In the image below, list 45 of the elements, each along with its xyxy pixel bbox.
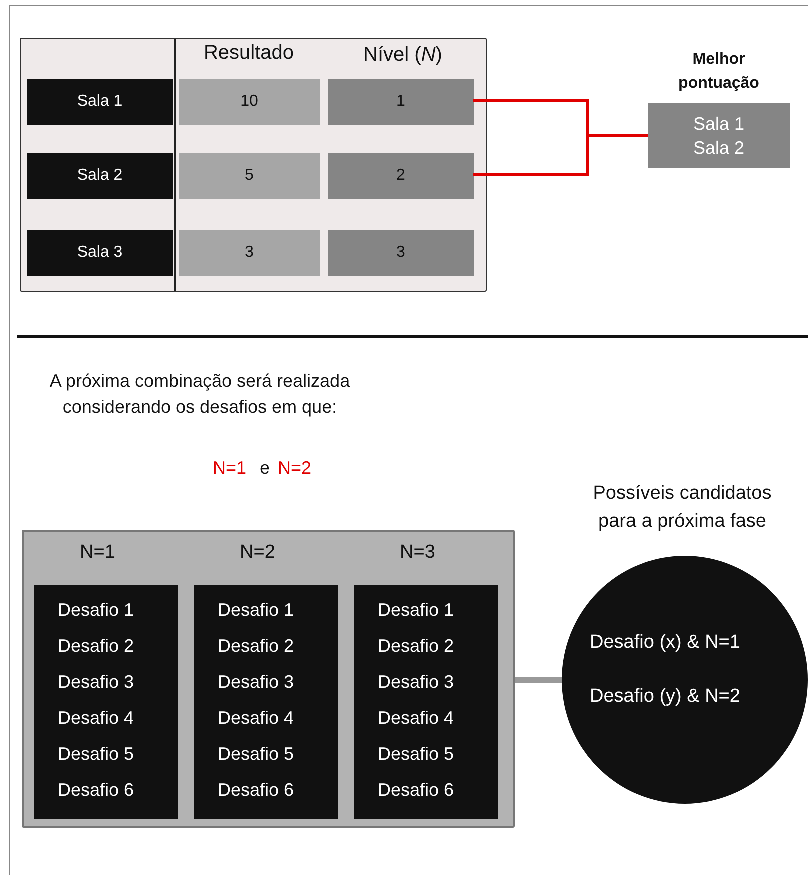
challenge-item: Desafio 1 bbox=[58, 600, 134, 621]
challenge-item: Desafio 3 bbox=[218, 672, 294, 693]
column-header: Nível (N) bbox=[362, 43, 444, 68]
room-list: Sala 1 Sala 2 bbox=[689, 112, 749, 160]
challenge-item: Desafio 2 bbox=[378, 636, 454, 657]
challenge-item: Desafio 5 bbox=[378, 744, 454, 765]
challenge-item: Desafio 1 bbox=[218, 600, 294, 621]
result-value: 3 bbox=[179, 230, 320, 276]
column-heading: N=2 bbox=[240, 542, 276, 564]
condition-text: N=1 bbox=[213, 457, 247, 480]
level-value: 1 bbox=[328, 79, 474, 125]
room-label: Sala 1 bbox=[27, 79, 173, 125]
circle-heading: Possíveis candidatos para a próxima fase bbox=[592, 482, 773, 534]
candidate-text: Desafio (y) & N=2 bbox=[590, 686, 740, 708]
challenge-item: Desafio 6 bbox=[378, 780, 454, 801]
level-value: 3 bbox=[328, 230, 474, 276]
room-label: Sala 2 bbox=[27, 153, 173, 199]
condition-text: N=2 bbox=[278, 457, 312, 480]
challenge-item: Desafio 5 bbox=[58, 744, 134, 765]
challenge-item: Desafio 4 bbox=[58, 708, 134, 729]
challenge-item: Desafio 5 bbox=[218, 744, 294, 765]
result-value: 10 bbox=[179, 79, 320, 125]
challenge-item: Desafio 2 bbox=[58, 636, 134, 657]
challenge-item: Desafio 2 bbox=[218, 636, 294, 657]
result-value: 5 bbox=[179, 153, 320, 199]
column-header: Resultado bbox=[202, 41, 296, 66]
challenge-item: Desafio 3 bbox=[378, 672, 454, 693]
challenge-item: Desafio 1 bbox=[378, 600, 454, 621]
room-label: Sala 3 bbox=[27, 230, 173, 276]
connector-line bbox=[473, 134, 648, 176]
results-table bbox=[20, 38, 487, 292]
challenge-item: Desafio 6 bbox=[58, 780, 134, 801]
challenge-item: Desafio 4 bbox=[378, 708, 454, 729]
column-heading: N=1 bbox=[80, 542, 116, 564]
column-heading: N=3 bbox=[400, 542, 436, 564]
box-heading: Melhor pontuação bbox=[678, 50, 760, 94]
condition-text: e bbox=[260, 457, 270, 480]
challenge-item: Desafio 6 bbox=[218, 780, 294, 801]
level-value: 2 bbox=[328, 153, 474, 199]
challenge-panel bbox=[22, 530, 515, 828]
challenge-item: Desafio 4 bbox=[218, 708, 294, 729]
challenge-item: Desafio 3 bbox=[58, 672, 134, 693]
connector-line bbox=[515, 677, 562, 683]
candidate-text: Desafio (x) & N=1 bbox=[590, 632, 740, 654]
instruction-text: A próxima combinação será realizada considerando os desafios em que: bbox=[48, 370, 352, 419]
